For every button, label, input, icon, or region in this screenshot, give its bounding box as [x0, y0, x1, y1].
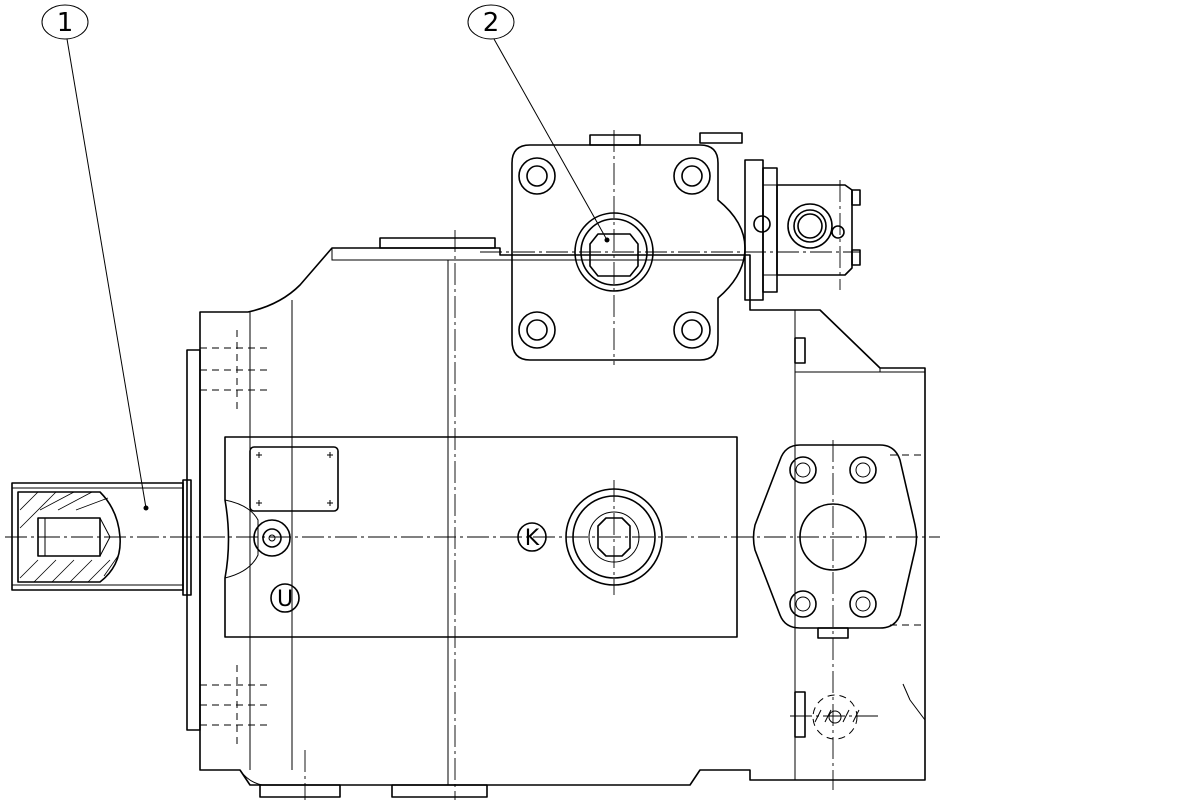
callout-2-leader [493, 38, 608, 241]
center-plate: U K [224, 436, 738, 638]
nameplate-rivets [256, 452, 333, 506]
callout-1-leader [66, 38, 147, 509]
callout-2: 2 [467, 4, 610, 243]
control-valve [744, 159, 861, 301]
port-k-label: K [525, 526, 540, 551]
port-u-label: U [277, 587, 293, 612]
callout-1-label: 1 [57, 8, 74, 38]
drive-shaft [11, 349, 201, 731]
pressure-port-flange [511, 144, 746, 361]
hidden-lines [200, 330, 925, 745]
callout-1: 1 [41, 4, 149, 511]
drain-port [812, 694, 860, 740]
suction-port-flange [752, 444, 918, 639]
callout-2-label: 2 [483, 8, 500, 38]
centerlines [5, 130, 940, 800]
pump-housing [199, 132, 926, 798]
